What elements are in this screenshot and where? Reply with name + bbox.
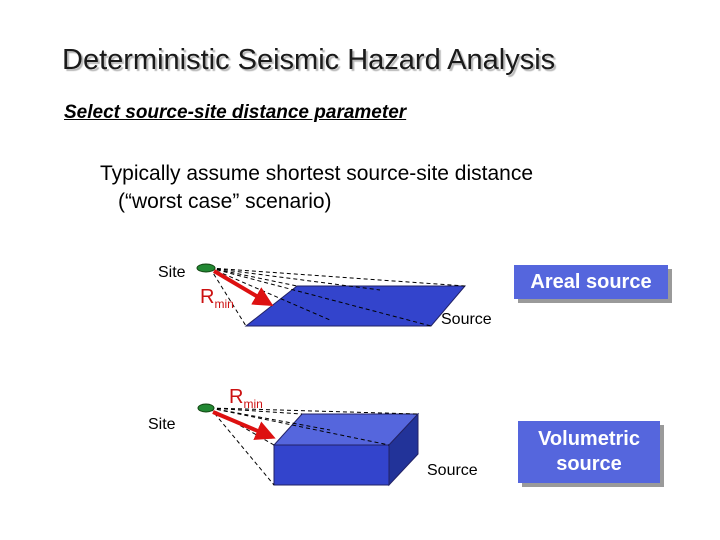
areal-r-text: R bbox=[200, 286, 215, 308]
areal-site-label: Site bbox=[158, 264, 186, 281]
body-line-2: (“worst case” scenario) bbox=[118, 190, 332, 213]
areal-site-marker bbox=[196, 263, 216, 273]
areal-source-label: Source bbox=[441, 311, 492, 328]
volumetric-box-line-2: source bbox=[556, 453, 622, 475]
volumetric-site-marker bbox=[197, 403, 215, 413]
volumetric-source-label: Source bbox=[427, 462, 478, 479]
areal-rmin-label: Rmin bbox=[200, 286, 234, 311]
body-line-1: Typically assume shortest source-site di… bbox=[100, 162, 534, 185]
volumetric-box-line-1: Volumetric bbox=[538, 428, 640, 450]
volumetric-min-subscript: min bbox=[243, 397, 263, 411]
body-text: Typically assume shortest source-site di… bbox=[100, 160, 533, 216]
volumetric-rmin-label: Rmin bbox=[229, 386, 263, 411]
areal-distance-lines bbox=[209, 267, 466, 327]
areal-source-box: Areal source bbox=[514, 265, 668, 299]
volumetric-distance-lines bbox=[209, 407, 419, 486]
volumetric-site-label: Site bbox=[148, 416, 176, 433]
volumetric-source-front bbox=[273, 444, 390, 486]
volumetric-source-diagram bbox=[197, 403, 420, 487]
areal-min-subscript: min bbox=[214, 297, 234, 311]
volumetric-source-box: Volumetric source bbox=[518, 421, 660, 483]
volumetric-r-text: R bbox=[229, 386, 244, 408]
volumetric-rmin-arrow bbox=[212, 410, 276, 440]
areal-source-diagram bbox=[196, 263, 467, 327]
slide-subtitle: Select source-site distance parameter bbox=[64, 102, 407, 123]
slide-title: Deterministic Seismic Hazard Analysis bbox=[62, 44, 556, 76]
areal-rmin-arrow bbox=[212, 269, 274, 307]
